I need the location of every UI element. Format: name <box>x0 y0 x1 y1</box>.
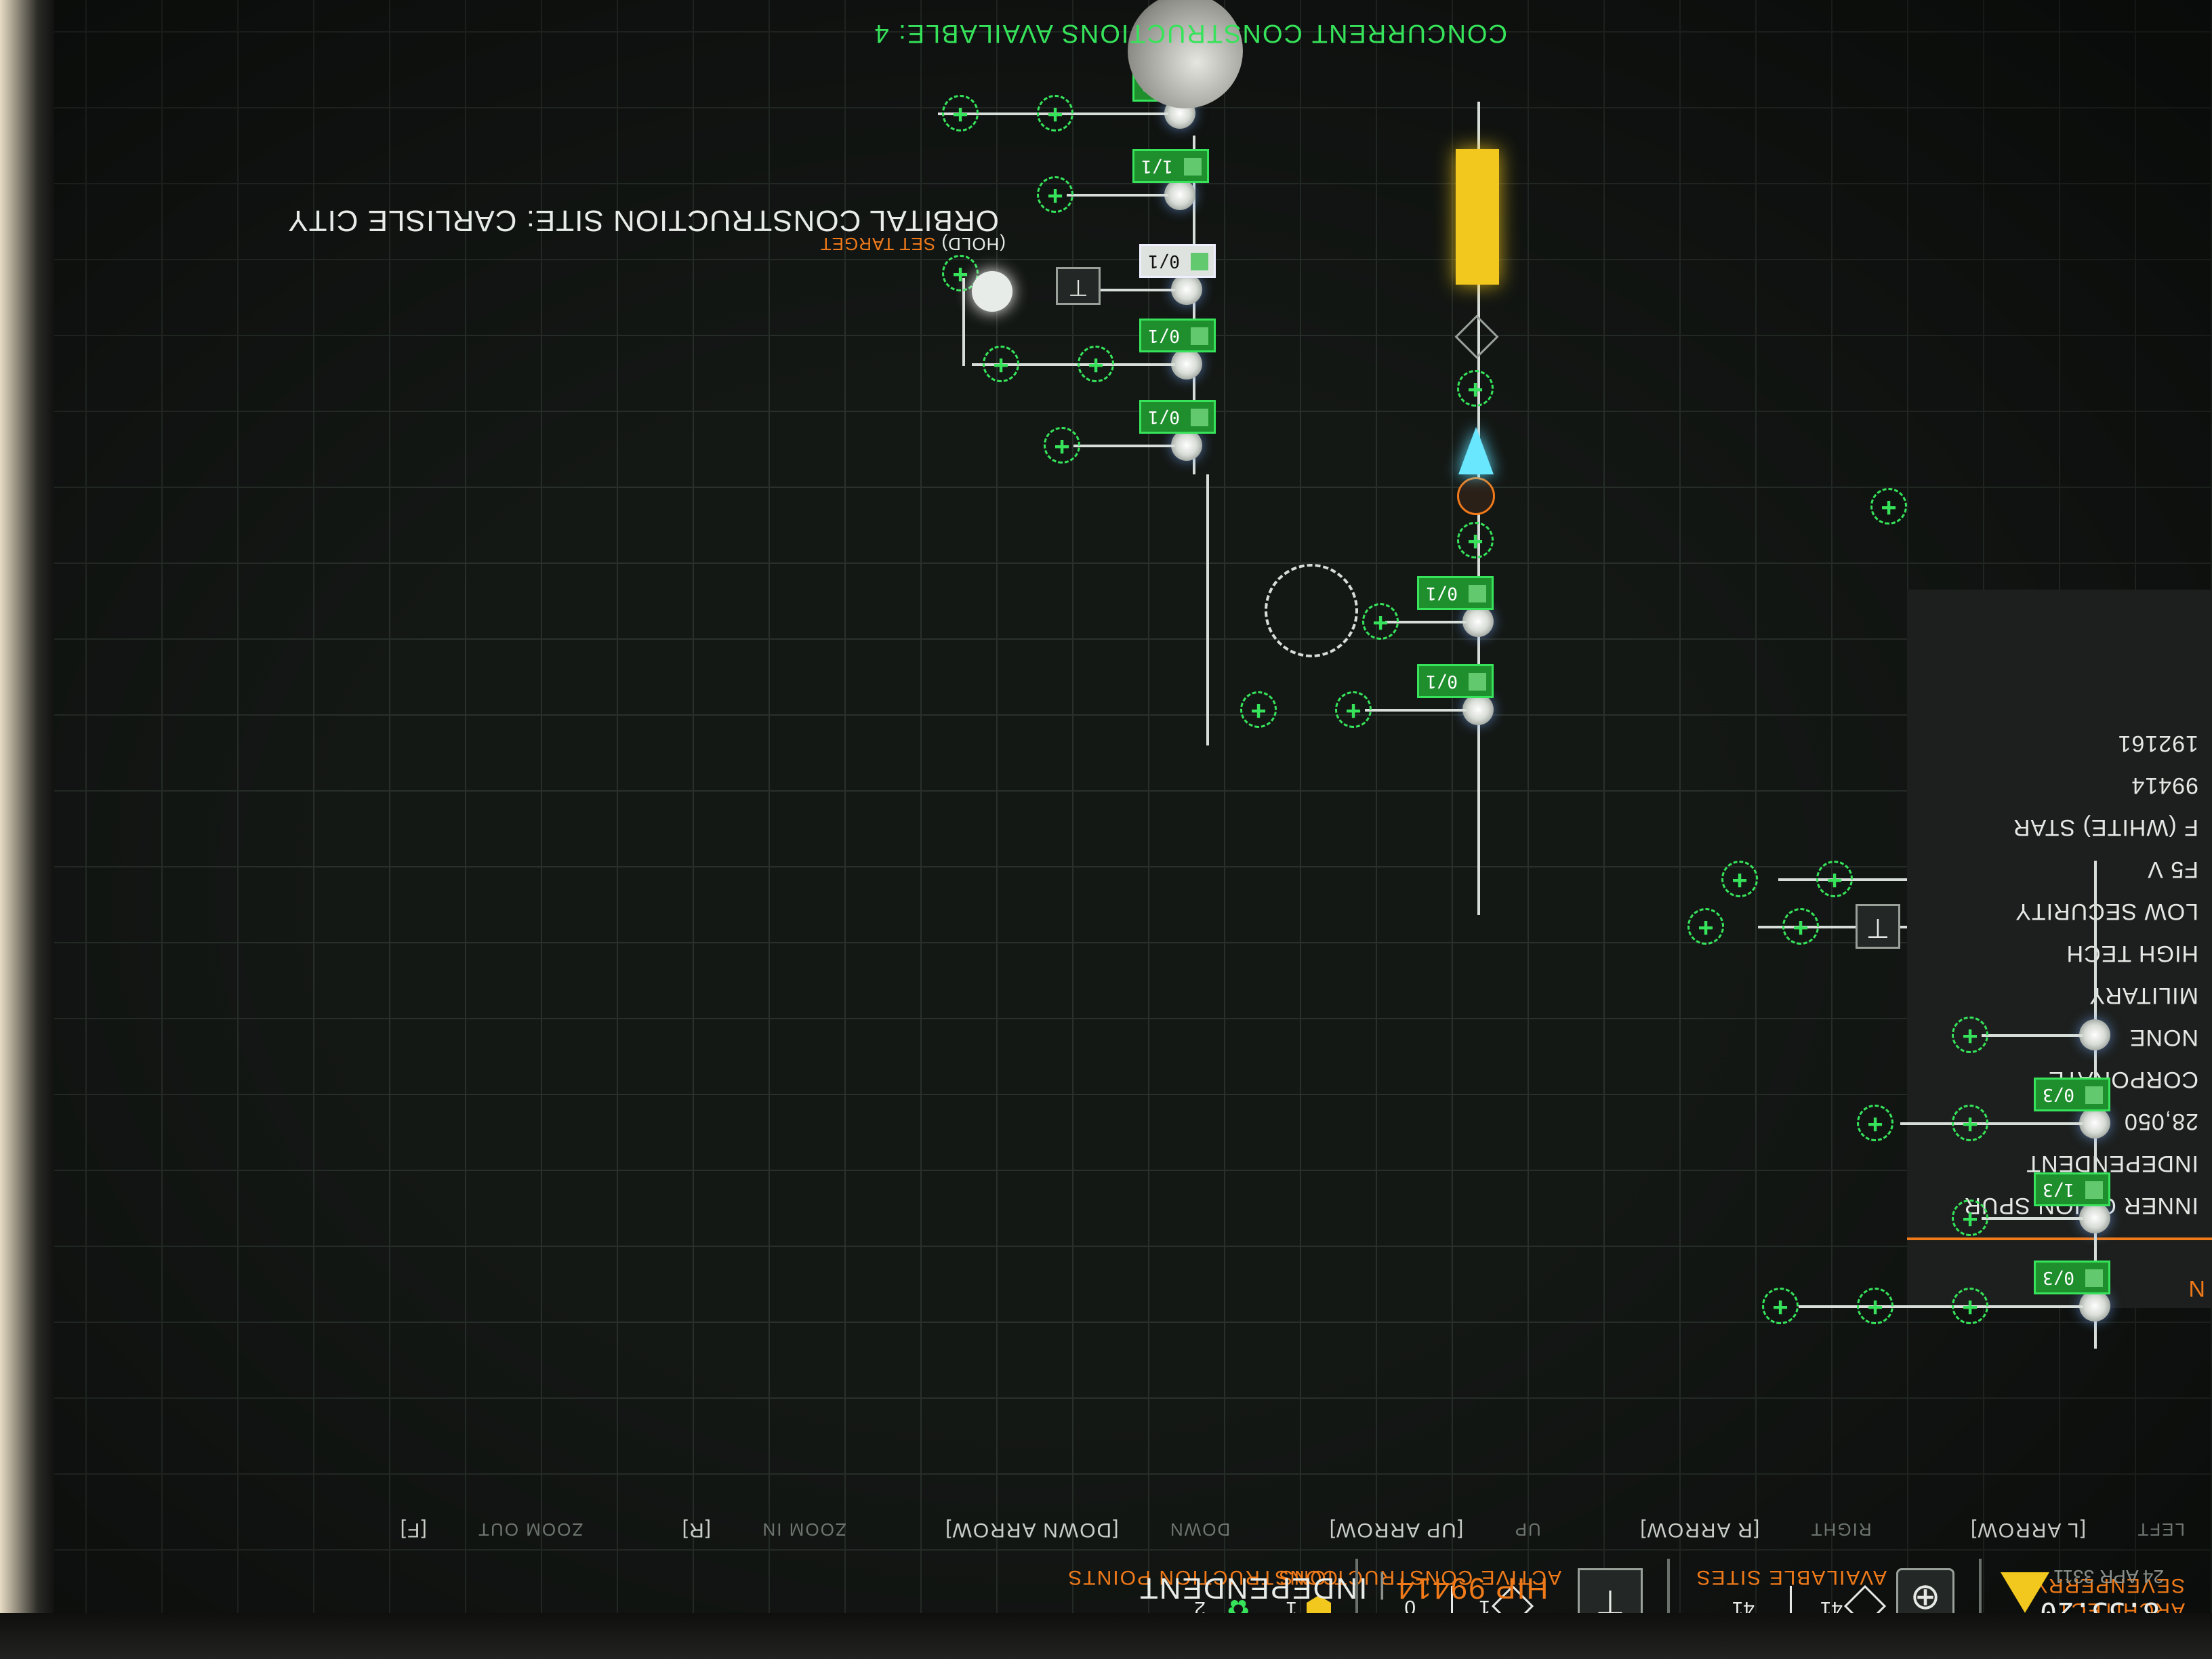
add-construction-button[interactable]: + <box>1457 370 1494 407</box>
game-date: 24 APR 3311 <box>2053 1566 2164 1587</box>
info-star-type: F (WHITE) STAR <box>2013 815 2198 840</box>
body-node[interactable] <box>1171 274 1202 305</box>
progress-badge: 0/1 <box>1139 244 1216 278</box>
add-construction-button[interactable]: + <box>1687 908 1724 945</box>
surface-site-icon: ⊤ <box>1856 904 1900 949</box>
control-zoom-in[interactable]: ZOOM IN [R] <box>680 1519 846 1541</box>
body-node[interactable] <box>1164 179 1195 210</box>
add-construction-button[interactable]: + <box>1762 1288 1799 1324</box>
body-node[interactable] <box>1462 694 1494 725</box>
progress-badge: 0/1 <box>1139 319 1216 352</box>
body-node[interactable] <box>2079 1202 2110 1233</box>
control-left[interactable]: LEFT [L ARROW] <box>1969 1519 2185 1541</box>
body-node[interactable] <box>1462 606 1494 637</box>
monitor-bottom-edge <box>0 1613 2212 1659</box>
add-construction-button[interactable]: + <box>1857 1288 1893 1324</box>
control-zoom-out[interactable]: ZOOM OUT [F] <box>398 1519 583 1541</box>
system-title: HIP 99414 | INDEPENDENT <box>1139 1572 1549 1605</box>
body-node[interactable] <box>2079 1107 2110 1139</box>
control-down[interactable]: DOWN [DOWN ARROW] <box>944 1519 1231 1541</box>
controls-bar: LEFT [L ARROW] RIGHT [R ARROW] UP [UP AR… <box>304 1518 2185 1541</box>
control-up[interactable]: UP [UP ARROW] <box>1328 1519 1541 1541</box>
add-construction-button[interactable]: + <box>1037 176 1073 213</box>
add-construction-button[interactable]: + <box>1457 522 1494 558</box>
progress-badge: 0/1 <box>1417 664 1494 698</box>
body-node[interactable] <box>1171 348 1202 380</box>
progress-badge: 1/1 <box>1132 149 1209 183</box>
add-construction-button[interactable]: + <box>1078 346 1114 382</box>
add-construction-button[interactable]: + <box>983 346 1019 382</box>
add-construction-button[interactable]: + <box>1952 1105 1988 1141</box>
progress-badge: 1/3 <box>2034 1172 2110 1206</box>
add-construction-button[interactable]: + <box>1362 603 1399 640</box>
add-construction-button[interactable]: + <box>1037 95 1073 131</box>
add-construction-button[interactable]: + <box>1857 1105 1893 1141</box>
info-id-2: 192161 <box>2117 731 2198 756</box>
body-node[interactable] <box>2079 1019 2110 1050</box>
progress-badge: 0/3 <box>2034 1261 2110 1294</box>
control-right[interactable]: RIGHT [R ARROW] <box>1639 1519 1872 1541</box>
body-node[interactable] <box>2079 1290 2110 1322</box>
surface-site-icon: ⊤ <box>1056 267 1101 305</box>
concurrent-constructions-label: CONCURRENT CONSTRUCTIONS AVAILABLE: 4 <box>873 19 1508 47</box>
info-star-class: F5 V <box>2147 857 2198 882</box>
add-construction-button[interactable]: + <box>1721 861 1758 897</box>
add-construction-button[interactable]: + <box>1952 1200 1988 1236</box>
add-construction-button[interactable]: + <box>1816 861 1853 897</box>
add-construction-button[interactable]: + <box>1952 1288 1988 1324</box>
progress-badge: 0/3 <box>2034 1078 2110 1111</box>
station-marker-icon <box>1457 477 1495 515</box>
star-node[interactable] <box>1456 149 1499 285</box>
add-construction-button[interactable]: + <box>1782 908 1819 945</box>
info-economy-2: HIGH TECH <box>2066 941 2198 966</box>
ship-icon <box>1458 427 1494 474</box>
orbit-ring <box>1265 564 1358 657</box>
info-id-1: 99414 <box>2131 773 2198 798</box>
add-construction-button[interactable]: + <box>1870 488 1907 525</box>
progress-badge: 0/1 <box>1139 400 1216 434</box>
available-sites-label: AVAILABLE SITES <box>1695 1566 1887 1589</box>
body-node[interactable] <box>1171 430 1202 461</box>
add-construction-button[interactable]: + <box>1952 1017 1988 1053</box>
add-construction-button[interactable]: + <box>1240 691 1277 728</box>
add-construction-button[interactable]: + <box>1335 691 1372 728</box>
monitor-bezel <box>0 0 54 1659</box>
orbital-site-target[interactable] <box>972 271 1012 312</box>
add-construction-button[interactable]: + <box>1044 427 1080 464</box>
target-label: ORBITAL CONSTRUCTION SITE: CARLISLE CITY <box>287 204 999 237</box>
add-construction-button[interactable]: + <box>942 95 979 131</box>
info-economy-1: MILITARY <box>2089 983 2198 1008</box>
system-map-screen: ARCHITECT SEVENPERRY ⊕ AVAILABLE SITES 4… <box>54 0 2212 1626</box>
info-security: LOW SECURITY <box>2015 899 2198 924</box>
panel-title: N <box>2188 1275 2205 1301</box>
progress-badge: 0/1 <box>1417 576 1494 610</box>
